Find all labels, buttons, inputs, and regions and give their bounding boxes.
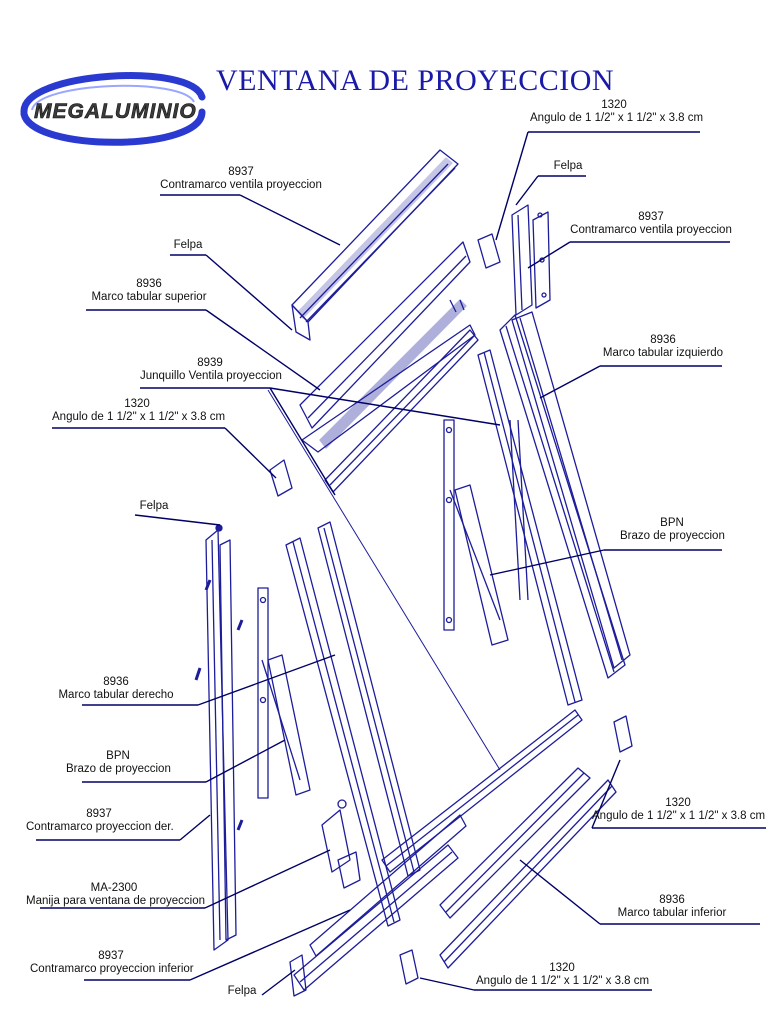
bpn-right-part: [443, 419, 509, 646]
leader-lines: [36, 131, 766, 996]
label-angulo-bottom-right: 1320 Angulo de 1 1/2" x 1 1/2" x 3.8 cm: [592, 797, 766, 822]
label-felpa-top-right: Felpa: [553, 160, 583, 172]
label-contramarco-ventila-left: 8937 Contramarco ventila proyeccion: [160, 166, 322, 191]
label-angulo-top-right: 1320 Angulo de 1 1/2" x 1 1/2" x 3.8 cm: [530, 99, 704, 124]
lower-marco-part: [381, 709, 583, 873]
label-contramarco-ventila-right: 8937 Contramarco ventila proyeccion: [570, 211, 732, 236]
angulo-bottom-right-part: [613, 715, 633, 753]
marco-inferior-part: [439, 767, 617, 969]
label-junquillo: 8939 Junquillo Ventila proyeccion: [140, 357, 282, 382]
label-felpa-left-mid: Felpa: [139, 500, 169, 512]
manija-part: [321, 799, 361, 889]
label-contramarco-der: 8937 Contramarco proyeccion der.: [26, 808, 174, 833]
label-marco-superior: 8936 Marco tabular superior: [91, 278, 207, 303]
logo-text: MEGALUMINIO: [34, 100, 197, 123]
contramarco-ventila-top-part: [291, 149, 459, 341]
contramarco-der-part: [194, 579, 244, 831]
contramarco-ventila-right-part: [511, 204, 551, 316]
label-marco-derecho: 8936 Marco tabular derecho: [58, 676, 174, 701]
label-marco-izquierdo: 8936 Marco tabular izquierdo: [602, 334, 724, 359]
bpn-left-part: [257, 587, 311, 799]
label-manija: MA-2300 Manija para ventana de proyeccio…: [26, 882, 206, 907]
label-marco-inferior: 8936 Marco tabular inferior: [617, 894, 727, 919]
megaluminio-logo: MEGALUMINIO: [20, 72, 206, 146]
label-contramarco-inferior: 8937 Contramarco proyeccion inferior: [30, 950, 194, 975]
angulo-left-part: [269, 459, 293, 497]
central-bar-part: [285, 521, 421, 927]
angulo-bottom-part: [399, 949, 419, 985]
marco-superior-part: [299, 241, 476, 453]
contramarco-inferior-part: [289, 814, 467, 997]
page-title: VENTANA DE PROYECCION: [216, 64, 615, 97]
junquillo-part: [324, 329, 479, 493]
label-angulo-bottom: 1320 Angulo de 1 1/2" x 1 1/2" x 3.8 cm: [476, 962, 650, 987]
label-bpn-right: BPN Brazo de proyeccion: [620, 517, 725, 542]
label-felpa-bottom: Felpa: [227, 985, 257, 997]
marco-izquierdo-part: [477, 311, 631, 706]
label-felpa-left-top: Felpa: [173, 239, 203, 251]
marco-derecho-part: [205, 524, 237, 951]
label-angulo-left: 1320 Angulo de 1 1/2" x 1 1/2" x 3.8 cm: [52, 398, 226, 423]
label-bpn-left: BPN Brazo de proyeccion: [66, 750, 171, 775]
angulo-top-right-part: [477, 233, 501, 269]
